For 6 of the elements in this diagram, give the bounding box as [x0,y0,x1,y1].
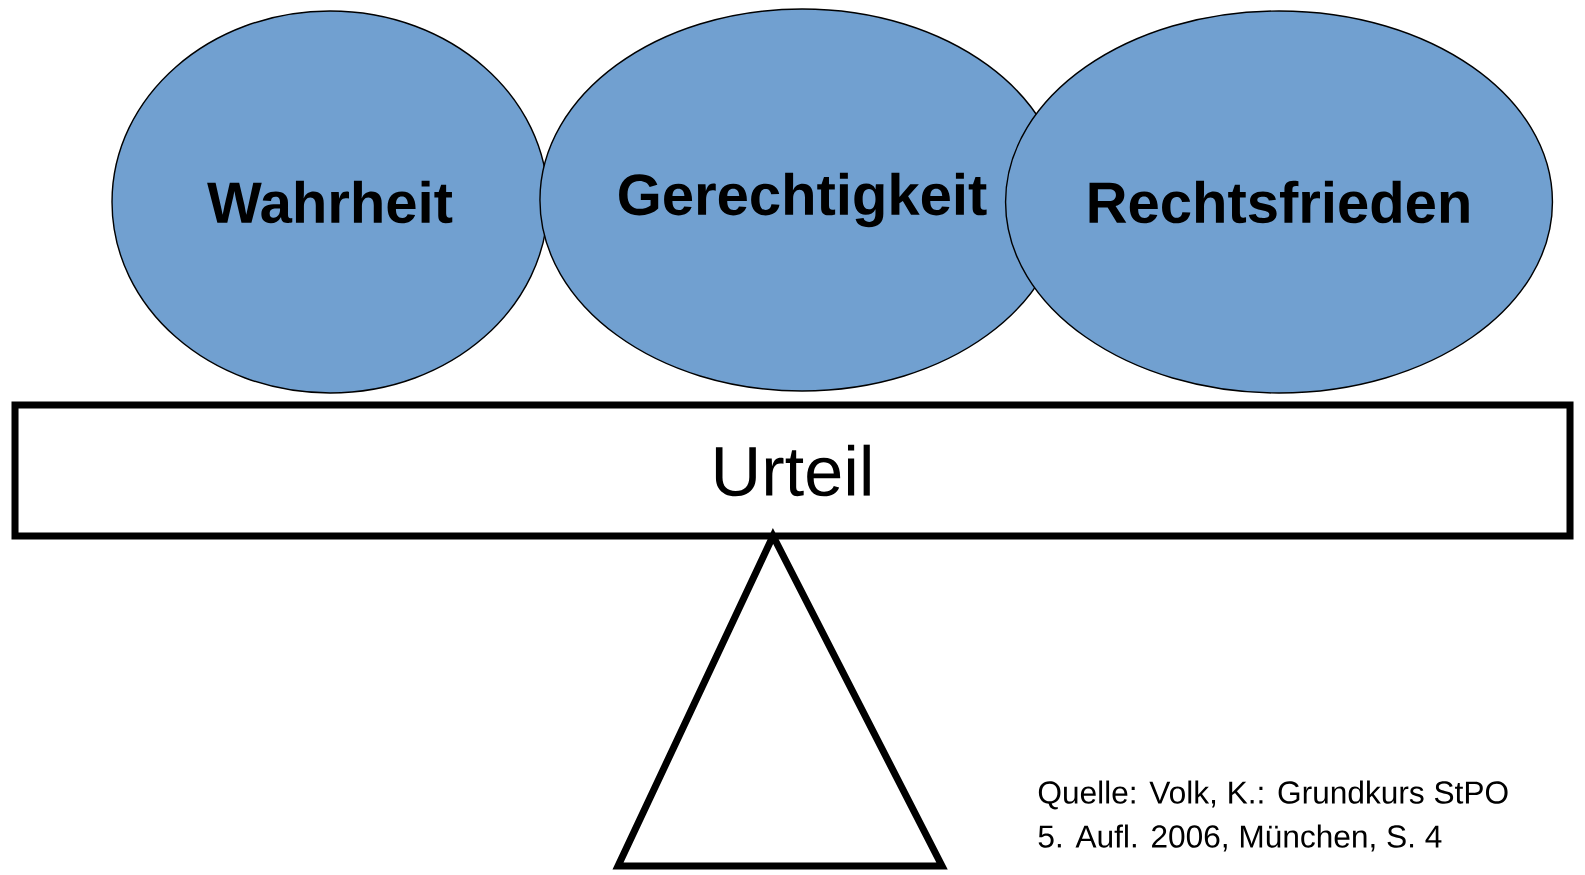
beam-box: Urteil [11,401,1574,540]
ellipse-node: Gerechtigkeit [539,8,1065,392]
source-note: 5. Aufl. 2006, München, S. 4 [1038,824,1442,852]
ellipse-node: Wahrheit [111,10,549,394]
ellipse-node: Rechtsfrieden [1004,10,1554,394]
source-note: Quelle: Volk, K.: Grundkurs StPO [1038,780,1508,810]
